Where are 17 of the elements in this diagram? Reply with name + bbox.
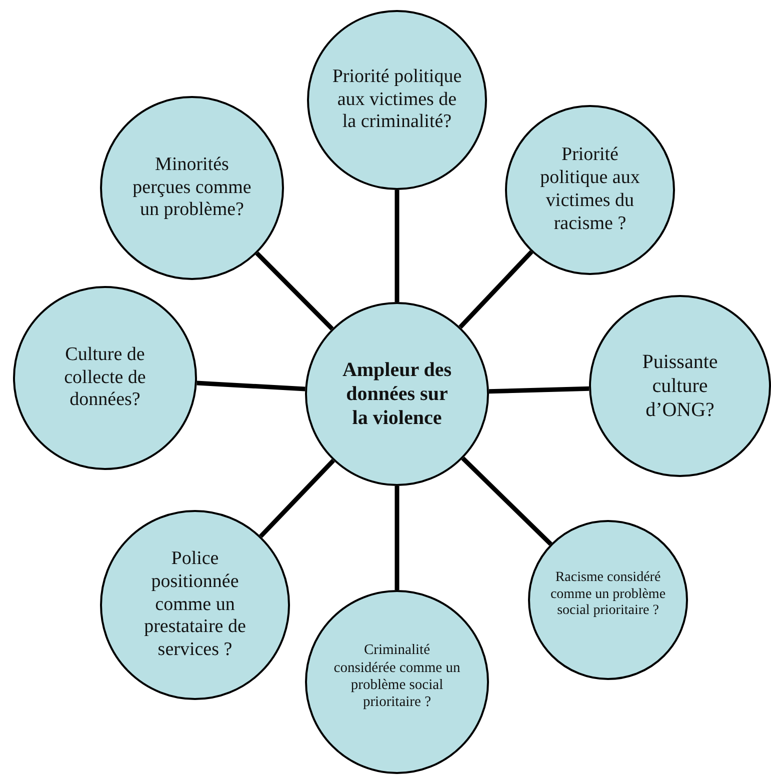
connector-line	[461, 456, 552, 546]
circle-label: Priorité politique aux victimes du racisme ?	[539, 144, 641, 236]
circle-label: Minorités perçues comme un problème?	[132, 154, 252, 222]
connector-line	[458, 250, 534, 329]
circle-label: Priorité politique aux victimes de la criminalité?	[332, 66, 462, 134]
circle-label: Criminalité considérée comme un problème social prioritaire ?	[332, 642, 462, 712]
connector-line	[196, 380, 306, 392]
connector-line	[259, 458, 335, 538]
connector-line	[394, 190, 400, 302]
circle-label: Culture de collecte de données?	[63, 344, 147, 412]
circle-label: Puissante culture d’ONG?	[641, 350, 719, 422]
connector-line	[394, 486, 400, 590]
circle-label: Racisme considéré comme un problème social prioritaire ?	[549, 570, 667, 620]
circle-label: Ampleur des données sur la violence	[341, 358, 453, 430]
connector-line	[255, 252, 334, 330]
circle-label: Police positionnée comme un prestataire de services ?	[143, 548, 247, 662]
connector-line	[488, 386, 590, 394]
